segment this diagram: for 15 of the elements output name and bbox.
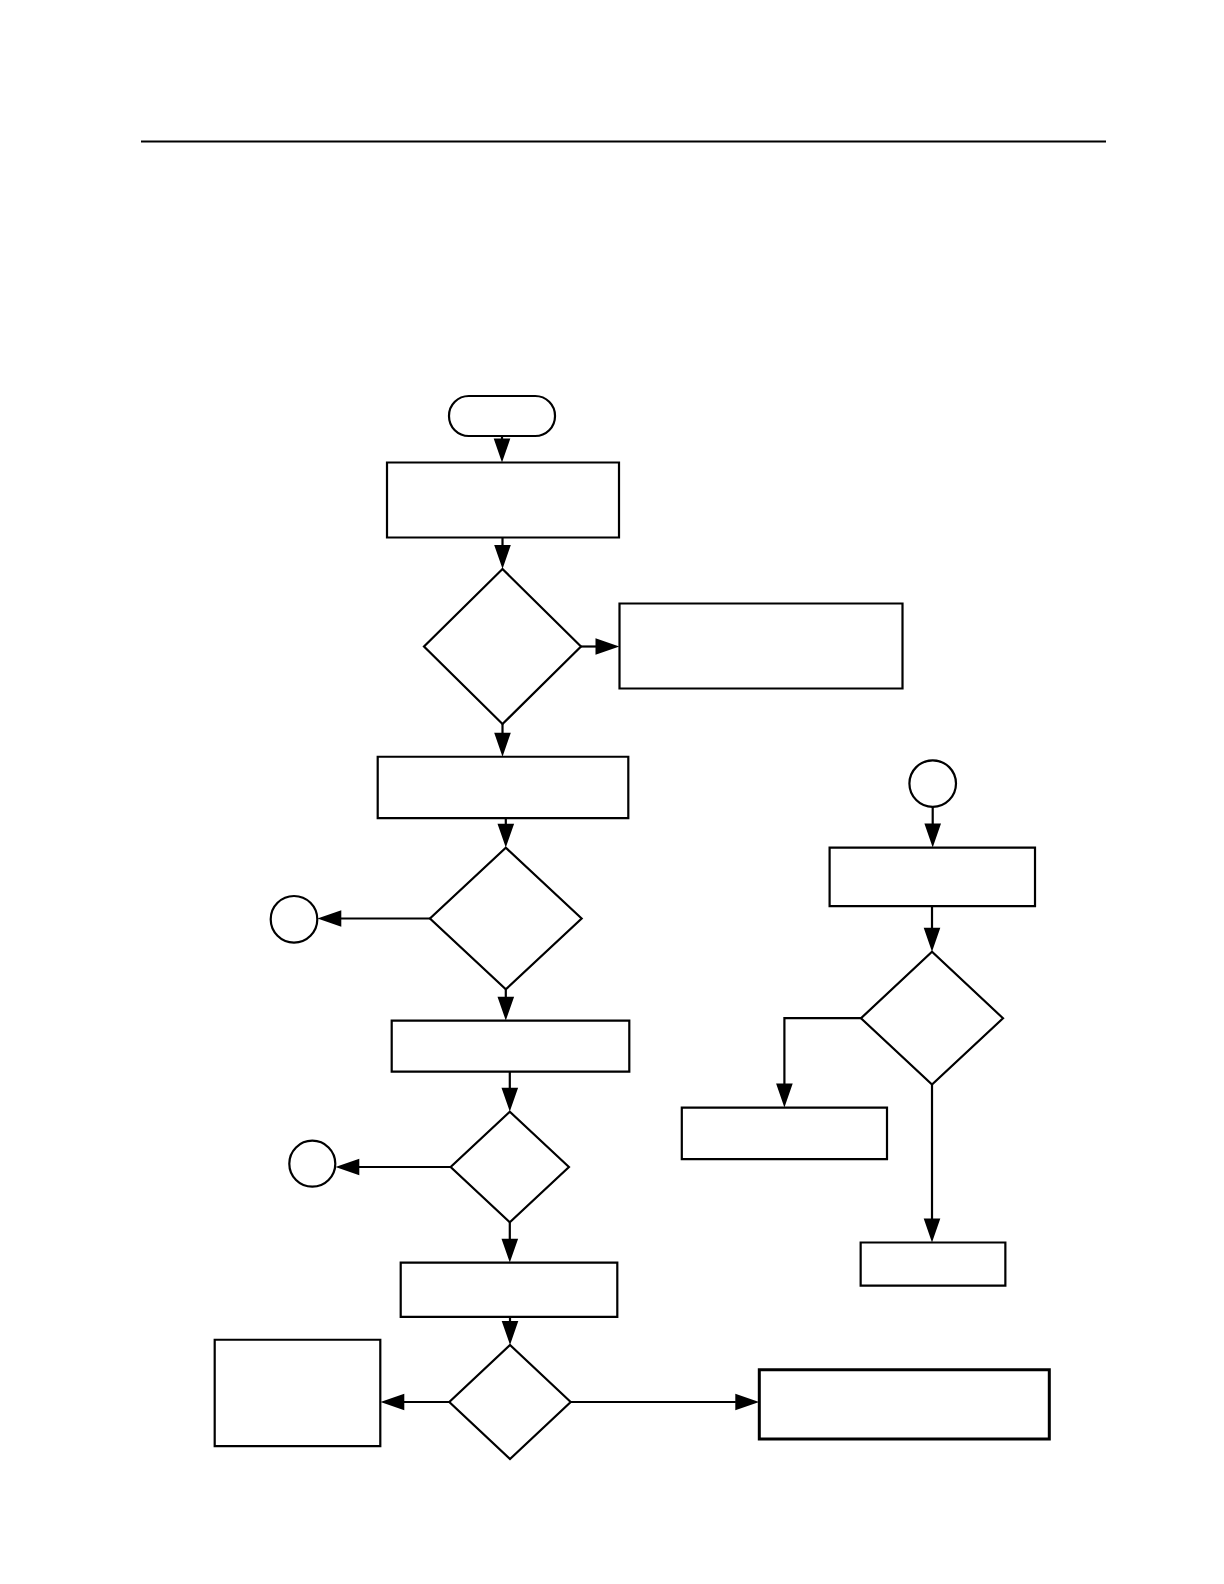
process-box [390, 1019, 631, 1073]
process-box [680, 1106, 889, 1161]
connector-circle [288, 1139, 337, 1188]
process-box [385, 461, 621, 539]
process-box [828, 846, 1037, 908]
process-box [399, 1261, 619, 1319]
process-box [859, 1241, 1007, 1287]
connector-circle [269, 894, 319, 944]
process-box [376, 755, 630, 820]
process-box [757, 1368, 1051, 1441]
process-box [213, 1338, 382, 1448]
process-box [618, 602, 904, 690]
connector-circle [908, 759, 958, 808]
decision-diamond [422, 567, 583, 726]
decision-diamond [449, 1110, 571, 1224]
